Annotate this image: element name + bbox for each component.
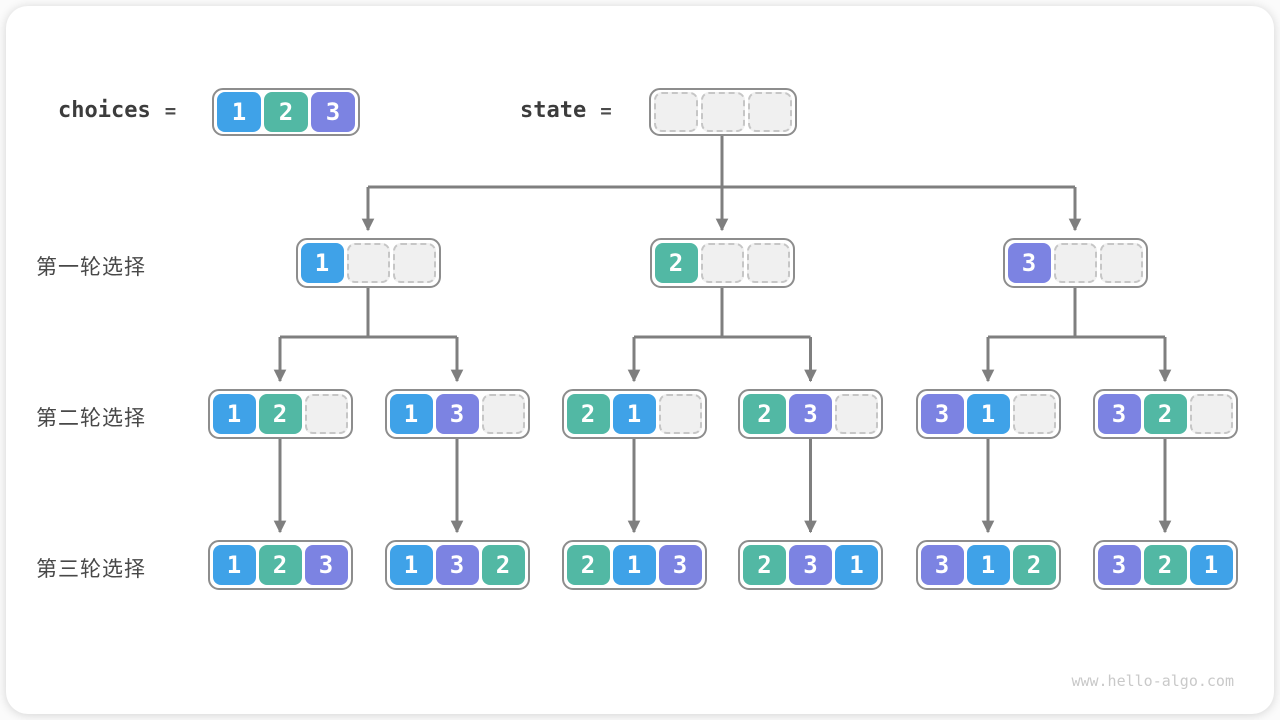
- array-cell-empty: [304, 394, 348, 434]
- tree-node-1__: 1: [295, 238, 441, 288]
- state-label-text: state: [520, 98, 587, 123]
- array-cell-2: 2: [1143, 545, 1187, 585]
- array-cell-empty: [701, 92, 745, 132]
- array-cell-3: 3: [920, 545, 964, 585]
- array-cell-1: 1: [966, 394, 1010, 434]
- array-cell-3: 3: [789, 394, 832, 434]
- choices-equals-sign: =: [164, 99, 177, 122]
- array-cell-3: 3: [435, 545, 479, 585]
- array-cell-1: 1: [612, 545, 656, 585]
- tree-node-3__: 3: [1002, 238, 1148, 288]
- array-cell-empty: [1189, 394, 1233, 434]
- array-cell-1: 1: [300, 243, 344, 283]
- array-cell-empty: [1053, 243, 1097, 283]
- array-cell-2: 2: [1012, 545, 1056, 585]
- array-cell-2: 2: [743, 394, 786, 434]
- array-cell-3: 3: [304, 545, 348, 585]
- array-cell-1: 1: [835, 545, 878, 585]
- array-cell-1: 1: [1189, 545, 1233, 585]
- array-cell-2: 2: [566, 394, 610, 434]
- choices-label-text: choices: [58, 98, 151, 123]
- array-cell-2: 2: [743, 545, 786, 585]
- array-cell-3: 3: [435, 394, 479, 434]
- array-cell-3: 3: [1007, 243, 1051, 283]
- array-cell-3: 3: [311, 92, 355, 132]
- tree-node-2__: 2: [649, 238, 795, 288]
- watermark: www.hello-algo.com: [1071, 672, 1234, 690]
- array-cell-3: 3: [789, 545, 832, 585]
- choices-label: choices =: [58, 98, 176, 123]
- array-cell-1: 1: [966, 545, 1010, 585]
- array-cell-1: 1: [212, 545, 256, 585]
- array-cell-empty: [746, 243, 790, 283]
- state-label: state =: [520, 98, 612, 123]
- array-cell-empty: [700, 243, 744, 283]
- array-cell-2: 2: [264, 92, 308, 132]
- row-label-round-3: 第三轮选择: [36, 558, 146, 581]
- array-cell-1: 1: [612, 394, 656, 434]
- array-cell-empty: [481, 394, 525, 434]
- array-cell-2: 2: [258, 545, 302, 585]
- state-array-box: [649, 88, 797, 136]
- array-cell-empty: [748, 92, 792, 132]
- array-cell-2: 2: [566, 545, 610, 585]
- array-cell-1: 1: [389, 545, 433, 585]
- array-cell-2: 2: [481, 545, 525, 585]
- array-cell-2: 2: [258, 394, 302, 434]
- array-cell-empty: [658, 394, 702, 434]
- array-cell-empty: [1012, 394, 1056, 434]
- array-cell-empty: [654, 92, 698, 132]
- row-label-round-2: 第二轮选择: [36, 407, 146, 430]
- array-cell-3: 3: [1097, 394, 1141, 434]
- array-cell-2: 2: [654, 243, 698, 283]
- array-cell-empty: [392, 243, 436, 283]
- array-cell-1: 1: [217, 92, 261, 132]
- array-cell-empty: [835, 394, 878, 434]
- card-background: [6, 6, 1274, 714]
- array-cell-1: 1: [389, 394, 433, 434]
- array-cell-empty: [346, 243, 390, 283]
- array-cell-3: 3: [920, 394, 964, 434]
- array-cell-2: 2: [1143, 394, 1187, 434]
- state-equals-sign: =: [600, 99, 612, 122]
- array-cell-3: 3: [1097, 545, 1141, 585]
- row-label-round-1: 第一轮选择: [36, 256, 146, 279]
- array-cell-1: 1: [212, 394, 256, 434]
- array-cell-empty: [1099, 243, 1143, 283]
- array-cell-3: 3: [658, 545, 702, 585]
